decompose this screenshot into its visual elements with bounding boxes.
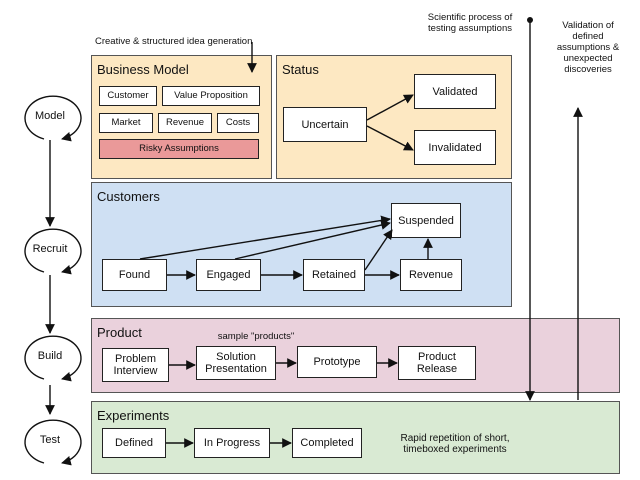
recruit-cycle-icon [24, 228, 82, 275]
customers-revenue-box: Revenue [400, 259, 462, 291]
stage-test: Test [39, 434, 61, 446]
solution-presentation-box: Solution Presentation [196, 346, 276, 380]
scientific-process-note: Scientific process of testing assumption… [427, 12, 513, 34]
problem-interview-box: Problem Interview [102, 348, 169, 382]
retained-box: Retained [303, 259, 365, 291]
completed-box: Completed [292, 428, 362, 458]
in-progress-box: In Progress [194, 428, 270, 458]
uncertain-box: Uncertain [283, 107, 367, 142]
validation-note: Validation of defined assumptions & unex… [556, 20, 620, 75]
customers-title: Customers [97, 189, 160, 204]
product-release-box: Product Release [398, 346, 476, 380]
stage-model: Model [35, 110, 65, 122]
value-proposition-box: Value Proposition [162, 86, 260, 106]
suspended-box: Suspended [391, 203, 461, 238]
stage-cycle-marks [24, 95, 82, 466]
revenue-box: Revenue [158, 113, 212, 133]
market-box: Market [99, 113, 153, 133]
prototype-box: Prototype [297, 346, 377, 378]
uncertain-to-invalidated-arrow [366, 125, 414, 151]
stage-recruit: Recruit [32, 243, 68, 255]
test-cycle-icon [24, 419, 82, 466]
validated-box: Validated [414, 74, 496, 109]
product-title: Product [97, 325, 142, 340]
scientific-process-start-dot [527, 17, 533, 23]
engaged-box: Engaged [196, 259, 261, 291]
stage-build: Build [37, 350, 63, 362]
idea-generation-note: Creative & structured idea generation [95, 36, 253, 47]
status-title: Status [282, 62, 319, 77]
rapid-repetition-note: Rapid repetition of short, timeboxed exp… [400, 433, 510, 455]
business-model-title: Business Model [97, 62, 189, 77]
model-cycle-icon [24, 95, 82, 142]
uncertain-to-validated-arrow [366, 94, 414, 121]
found-box: Found [102, 259, 167, 291]
found-to-suspended-arrow [139, 215, 391, 260]
defined-box: Defined [102, 428, 166, 458]
retained-to-suspended-arrow [364, 229, 393, 271]
experiments-title: Experiments [97, 408, 170, 423]
costs-box: Costs [217, 113, 259, 133]
invalidated-box: Invalidated [414, 130, 496, 165]
engaged-to-suspended-arrow [234, 220, 391, 260]
customer-box: Customer [99, 86, 157, 106]
sample-products-note: sample "products" [217, 331, 295, 342]
risky-assumptions-box: Risky Assumptions [99, 139, 259, 159]
build-cycle-icon [24, 335, 82, 382]
